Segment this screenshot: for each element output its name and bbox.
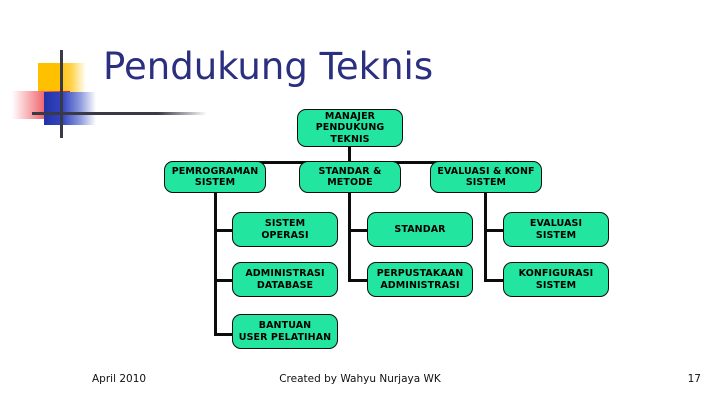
org-node-col2-line1: STANDAR & xyxy=(318,165,382,177)
connector-col1-child3 xyxy=(214,333,242,336)
connector-col2-spine xyxy=(348,192,351,282)
org-node-evaluasi-sistem[interactable]: EVALUASI SISTEM xyxy=(503,212,609,247)
footer-page-number: 17 xyxy=(687,373,701,385)
org-chart: MANAJER PENDUKUNG TEKNIS PEMROGRAMAN SIS… xyxy=(164,109,609,349)
org-node-c1b-line2: DATABASE xyxy=(256,279,314,291)
connector-col1-spine xyxy=(214,192,217,336)
org-node-root-line2: PENDUKUNG TEKNIS xyxy=(315,122,385,145)
org-node-evaluasi-konf-sistem[interactable]: EVALUASI & KONF SISTEM xyxy=(430,161,542,193)
connector-col1-child1 xyxy=(214,229,242,232)
org-node-pemrograman-sistem[interactable]: PEMROGRAMAN SISTEM xyxy=(164,161,266,193)
org-node-perpustakaan-administrasi[interactable]: PERPUSTAKAAN ADMINISTRASI xyxy=(367,262,473,297)
logo-vertical-bar xyxy=(60,50,63,138)
org-node-col3-line2: SISTEM xyxy=(465,177,507,188)
connector-col3-spine xyxy=(484,192,487,282)
connector-col1-child2 xyxy=(214,279,242,282)
footer-date: April 2010 xyxy=(92,373,147,385)
org-node-sistem-operasi[interactable]: SISTEM OPERASI xyxy=(232,212,338,247)
org-node-c1a-line1: SISTEM xyxy=(264,218,306,229)
org-node-c2b-line1: PERPUSTAKAAN xyxy=(376,268,464,279)
org-node-standar-metode[interactable]: STANDAR & METODE xyxy=(299,161,401,193)
logo-horizontal-bar xyxy=(32,112,207,115)
connector-col3-child2 xyxy=(484,279,512,282)
org-node-konfigurasi-sistem[interactable]: KONFIGURASI SISTEM xyxy=(503,262,609,297)
slide-design-logo xyxy=(6,50,207,145)
slide-footer: April 2010 Created by Wahyu Nurjaya WK 1… xyxy=(0,361,720,405)
org-node-col1-line2: SISTEM xyxy=(194,177,236,188)
org-node-root[interactable]: MANAJER PENDUKUNG TEKNIS xyxy=(297,109,403,147)
connector-col2-child2 xyxy=(348,279,376,282)
org-node-bantuan-user-pelatihan[interactable]: BANTUAN USER PELATIHAN xyxy=(232,314,338,349)
slide-title: Pendukung Teknis xyxy=(103,45,434,88)
org-node-c3b-line2: SISTEM xyxy=(535,279,577,291)
org-node-c1a-line2: OPERASI xyxy=(261,229,309,241)
org-node-c2a-line1: STANDAR xyxy=(394,223,446,235)
org-node-root-line1: MANAJER xyxy=(324,110,376,122)
org-node-col2-line2: METODE xyxy=(327,177,373,188)
logo-blue-square xyxy=(44,92,96,125)
org-node-col1-line1: PEMROGRAMAN xyxy=(171,165,259,177)
connector-col3-child1 xyxy=(484,229,512,232)
org-node-c3a-line1: EVALUASI xyxy=(529,218,583,229)
org-node-standar[interactable]: STANDAR xyxy=(367,212,473,247)
org-node-col3-line1: EVALUASI & KONF xyxy=(437,165,535,177)
connector-root-down xyxy=(348,147,351,163)
footer-credit: Created by Wahyu Nurjaya WK xyxy=(279,373,441,385)
org-node-c1c-line2: USER PELATIHAN xyxy=(238,331,332,343)
org-node-c3a-line2: SISTEM xyxy=(535,229,577,241)
connector-col2-child1 xyxy=(348,229,376,232)
org-node-c1c-line1: BANTUAN xyxy=(258,320,312,331)
org-node-c2b-line2: ADMINISTRASI xyxy=(380,279,460,291)
org-node-c1b-line1: ADMINISTRASI xyxy=(245,268,325,279)
org-node-c3b-line1: KONFIGURASI xyxy=(518,268,594,279)
org-node-administrasi-database[interactable]: ADMINISTRASI DATABASE xyxy=(232,262,338,297)
